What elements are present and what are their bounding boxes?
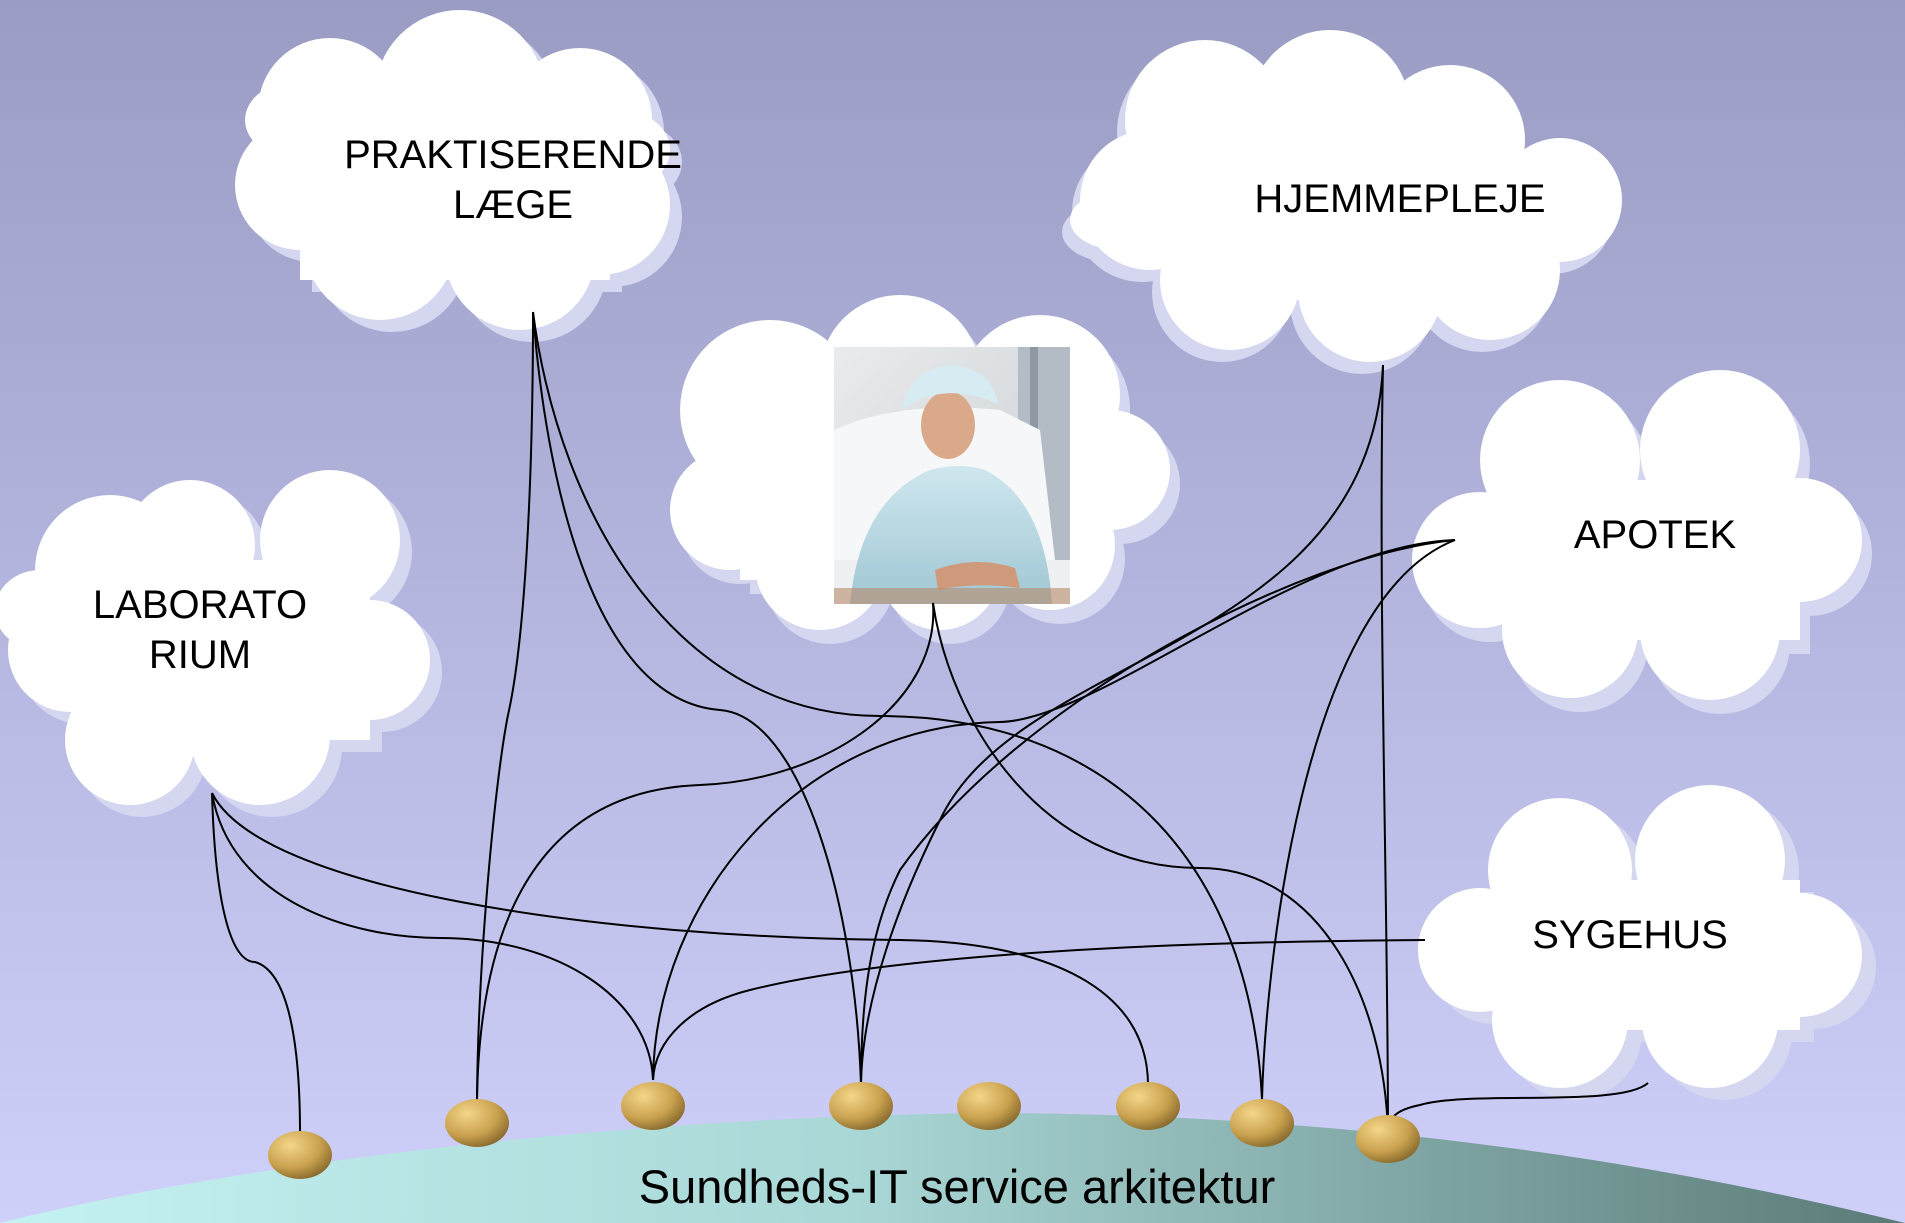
line-apotek-node7 bbox=[1261, 539, 1456, 1101]
hjemmepleje-label: HJEMMEPLEJE bbox=[1254, 177, 1545, 221]
cloud-sygehus bbox=[1418, 785, 1876, 1100]
cloud-apotek bbox=[1412, 370, 1872, 714]
service-node-6 bbox=[1116, 1082, 1180, 1130]
line-praktiserende-node7 bbox=[532, 311, 1263, 1101]
service-architecture-hill bbox=[0, 1113, 1905, 1223]
line-patient-node8 bbox=[932, 602, 1389, 1136]
praktiserende-laege-label-line1: PRAKTISERENDE bbox=[344, 133, 682, 177]
line-hjemmepleje-node8 bbox=[1380, 364, 1389, 1136]
service-architecture-label: Sundheds-IT service arkitektur bbox=[639, 1160, 1276, 1213]
cloud-laboratorium bbox=[0, 470, 442, 817]
connection-lines bbox=[211, 311, 1649, 1136]
line-patient-node2 bbox=[476, 602, 935, 1101]
line-laboratorium-node6 bbox=[211, 792, 1149, 1086]
line-hjemmepleje-node4 bbox=[860, 364, 1384, 1086]
service-node-2 bbox=[445, 1099, 509, 1147]
praktiserende-laege-label-line2: LÆGE bbox=[453, 183, 573, 227]
service-node-1 bbox=[268, 1131, 332, 1179]
line-laboratorium-node3 bbox=[211, 792, 654, 1081]
service-node-8 bbox=[1356, 1115, 1420, 1163]
line-praktiserende-node2 bbox=[476, 311, 534, 1101]
service-nodes bbox=[268, 1082, 1420, 1179]
line-sygehus-node3 bbox=[652, 939, 1426, 1081]
patient-photo bbox=[834, 347, 1070, 604]
laboratorium-label-line1: LABORATO bbox=[93, 583, 307, 627]
service-node-7 bbox=[1230, 1099, 1294, 1147]
line-praktiserende-node4 bbox=[532, 311, 862, 1086]
apotek-label: APOTEK bbox=[1574, 513, 1737, 557]
line-apotek-node3 bbox=[652, 539, 1456, 1081]
sygehus-label: SYGEHUS bbox=[1532, 913, 1728, 957]
service-node-3 bbox=[621, 1082, 685, 1130]
service-node-5 bbox=[957, 1082, 1021, 1130]
line-laboratorium-node1 bbox=[211, 792, 301, 1134]
cloud-hjemmepleje bbox=[1062, 30, 1622, 374]
line-apotek-node4 bbox=[860, 539, 1456, 1086]
cloud-praktiserende-laege bbox=[235, 10, 682, 342]
service-node-4 bbox=[829, 1082, 893, 1130]
laboratorium-label-line2: RIUM bbox=[149, 633, 251, 677]
